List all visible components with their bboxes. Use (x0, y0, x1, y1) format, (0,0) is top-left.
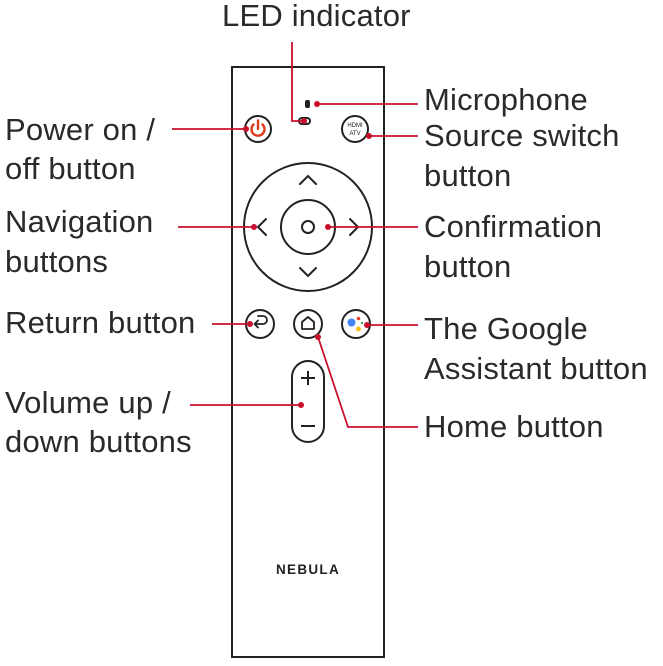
microphone-hole (305, 100, 310, 108)
label-confirmation-line2: button (424, 249, 512, 284)
leader-navigation-dot (251, 224, 257, 230)
leader-home-dot (315, 334, 321, 340)
home-icon (301, 316, 315, 330)
leader-home (317, 336, 418, 428)
google-assistant-icon (347, 316, 364, 332)
label-source-switch-line1: Source switch (424, 118, 620, 153)
label-google-line1: The Google (424, 311, 588, 346)
chevron-down-icon[interactable] (299, 267, 317, 278)
back-arrow-icon (253, 315, 268, 329)
power-icon (250, 119, 266, 137)
label-microphone: Microphone (424, 82, 588, 117)
leader-source-dot (366, 133, 372, 139)
brand-logo: NEBULA (276, 562, 340, 577)
label-confirmation-line1: Confirmation (424, 209, 603, 244)
home-button[interactable] (293, 309, 323, 339)
label-power-line1: Power on / (5, 112, 156, 147)
google-assistant-button[interactable] (341, 309, 371, 339)
label-navigation-line2: buttons (5, 244, 109, 279)
label-home: Home button (424, 409, 604, 444)
leader-return-dot (247, 321, 253, 327)
label-navigation-line1: Navigation (5, 204, 154, 239)
volume-rocker[interactable] (291, 360, 325, 443)
chevron-left-icon[interactable] (256, 218, 267, 236)
ok-circle-icon (301, 220, 315, 234)
label-volume-line1: Volume up / (5, 385, 171, 420)
label-google-line2: Assistant button (424, 351, 648, 386)
label-return: Return button (5, 305, 196, 340)
leader-microphone-dot (314, 101, 320, 107)
source-switch-button[interactable]: HDMI ATV (341, 115, 369, 143)
leader-lines (172, 42, 418, 428)
leader-google-dot (364, 322, 370, 328)
label-power-line2: off button (5, 151, 136, 186)
label-volume-line2: down buttons (5, 424, 192, 459)
atv-label: ATV (349, 131, 360, 137)
hdmi-label: HDMI (347, 123, 363, 129)
label-led-indicator: LED indicator (222, 0, 411, 33)
label-source-switch-line2: button (424, 158, 512, 193)
leader-led-dot (301, 118, 307, 124)
leader-confirmation-dot (325, 224, 331, 230)
leader-volume-dot (298, 402, 304, 408)
chevron-up-icon[interactable] (299, 174, 317, 185)
leader-led (291, 42, 304, 122)
leader-power-dot (243, 126, 249, 132)
